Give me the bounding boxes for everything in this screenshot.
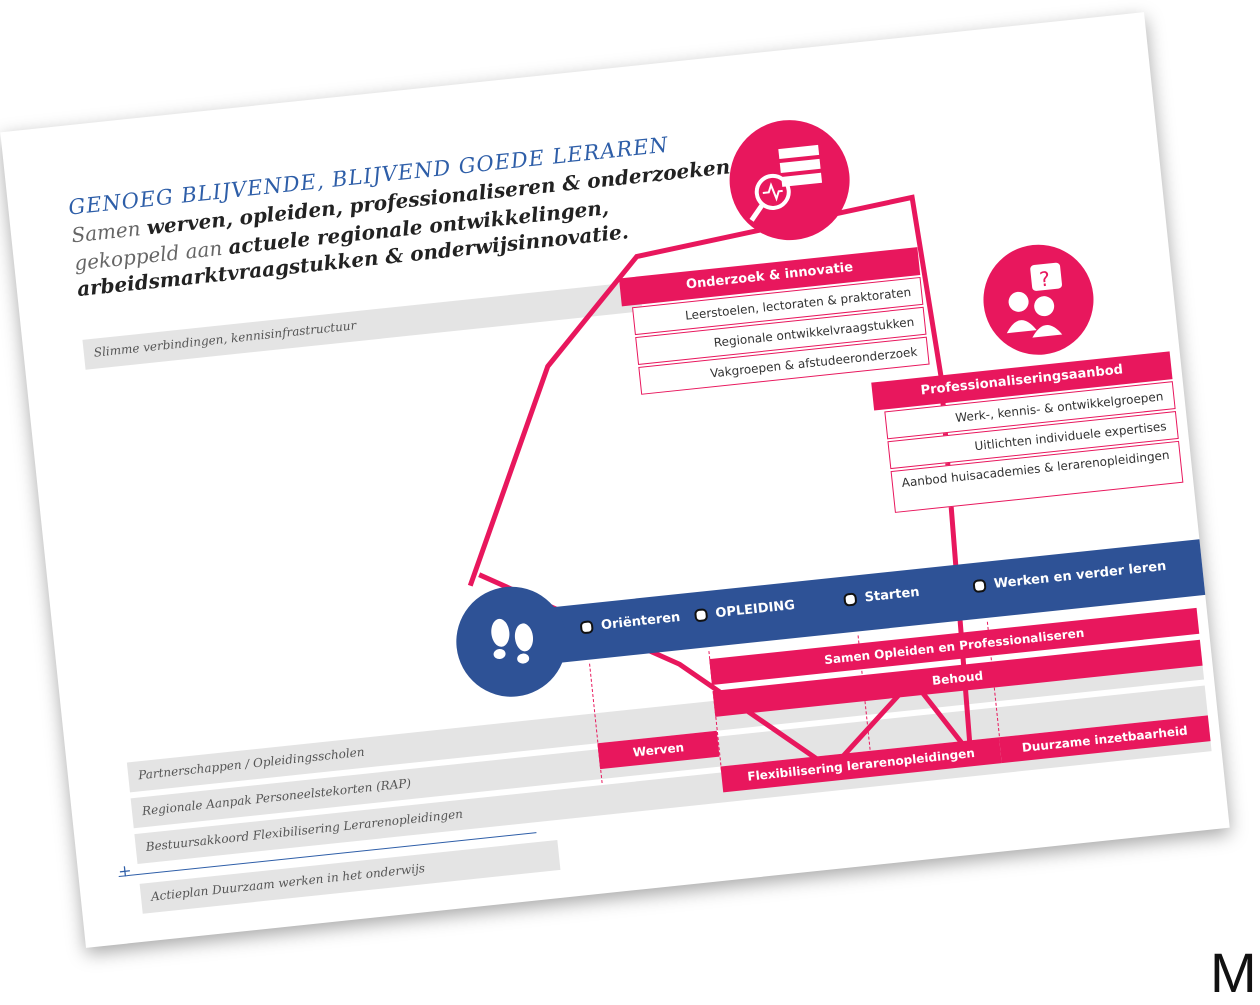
research-icon	[723, 114, 856, 247]
footsteps-glyph	[491, 618, 534, 664]
svg-text:?: ?	[1038, 266, 1051, 291]
stage-dot	[843, 592, 858, 607]
people-question-icon: ?	[978, 239, 1099, 361]
people-question-glyph: ?	[1006, 262, 1063, 338]
stage-dot	[972, 578, 987, 594]
stage-dot	[693, 608, 709, 623]
footsteps-icon	[450, 581, 572, 703]
stage-dot	[579, 620, 594, 635]
trailing-letter: M	[1210, 941, 1257, 1004]
books-magnifier-icon	[749, 144, 823, 222]
infographic-sheet: GENOEG BLIJVENDE, BLIJVEND GOEDE LERAREN…	[0, 12, 1230, 948]
